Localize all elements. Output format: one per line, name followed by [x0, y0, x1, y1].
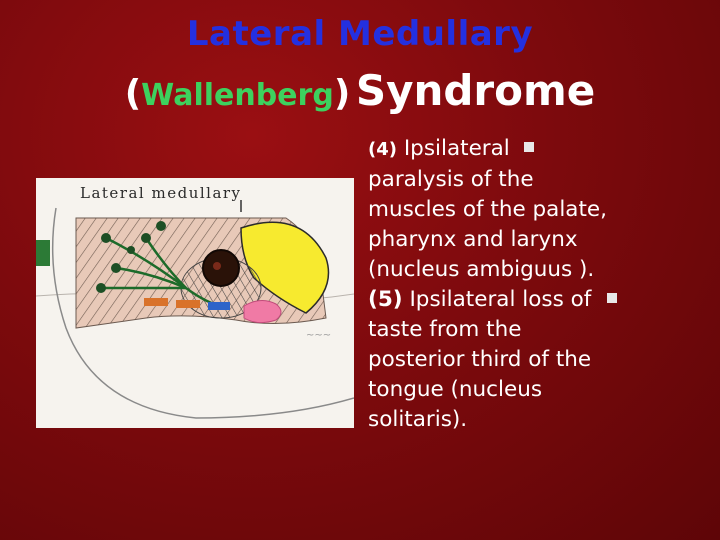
point-5-number: (5) [368, 287, 403, 312]
point-5-line-3: posterior third of the [368, 347, 592, 372]
point-5-line-2: taste from the [368, 317, 522, 342]
bullet-square-icon [523, 142, 534, 152]
point-5-line-4: tongue (nucleus [368, 377, 543, 402]
point-4-line-1: (4) Ipsilateral [368, 134, 688, 165]
title-close-paren: ) [333, 73, 351, 114]
title-line-1: Lateral Medullary [186, 14, 534, 54]
point-4-number: (4) [368, 139, 397, 160]
point-4-line-5: (nucleus ambiguus ). [368, 257, 595, 282]
title-eponym: Wallenberg [141, 78, 334, 113]
title-line-2: (Wallenberg) Syndrome [0, 66, 720, 115]
point-4-line-4: pharynx and larynx [368, 227, 578, 252]
point-4-line-3: muscles of the palate, [368, 197, 607, 222]
medulla-diagram-image: Lateral medullary [36, 178, 354, 428]
handwritten-label: Lateral medullary [80, 184, 242, 202]
content-text: (4) Ipsilateral paralysis of the muscles… [368, 134, 688, 435]
title-syndrome: Syndrome [355, 66, 596, 115]
bullet-square-icon [607, 293, 618, 303]
point-4-line-2: paralysis of the [368, 167, 534, 192]
point-5-line-1: (5) Ipsilateral loss of [368, 285, 688, 315]
title-open-paren: ( [124, 73, 142, 114]
svg-text:~~~: ~~~ [306, 330, 331, 341]
medulla-drawing: Lateral medullary [36, 178, 354, 428]
point-5-line-5: solitaris). [368, 407, 468, 432]
